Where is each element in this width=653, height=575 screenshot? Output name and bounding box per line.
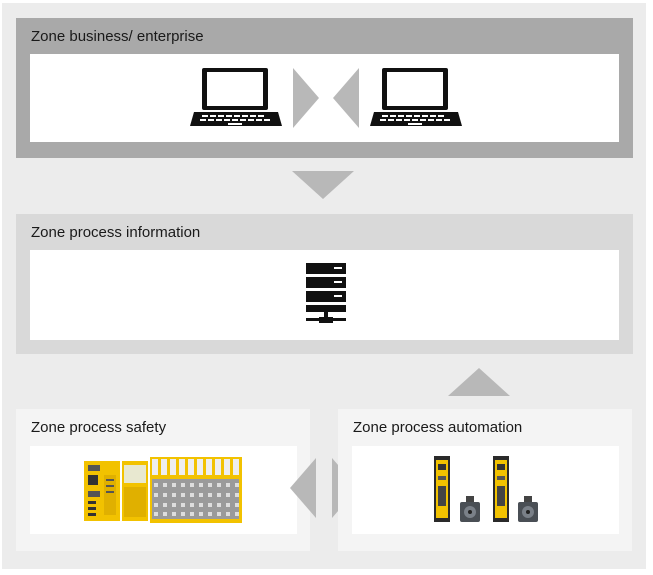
zone-process-safety: Zone process safety (16, 409, 310, 551)
arrow-down-icon (292, 171, 354, 199)
servo-drive-icon (434, 456, 450, 522)
zone-safety-content (30, 446, 297, 534)
bidirectional-arrows-icon (293, 68, 359, 128)
server-icon (306, 263, 346, 323)
safety-controller-icon (84, 457, 242, 523)
zone-information-title: Zone process information (31, 224, 201, 241)
arrow-up-icon (448, 368, 510, 396)
zone-automation-content (352, 446, 619, 534)
zone-safety-title: Zone process safety (31, 419, 167, 436)
zone-process-automation: Zone process automation (338, 409, 632, 551)
laptop-icon (370, 68, 462, 126)
servo-drive-icon (493, 456, 509, 522)
zone-process-information: Zone process information (16, 214, 633, 354)
zone-information-content (30, 250, 619, 340)
laptop-icon (190, 68, 282, 126)
zone-business-title: Zone business/ enterprise (31, 28, 204, 45)
servo-motor-icon (518, 496, 538, 522)
architecture-diagram: Zone business/ enterprise (2, 3, 646, 569)
servo-motor-icon (460, 496, 480, 522)
zone-business-enterprise: Zone business/ enterprise (16, 18, 633, 158)
zone-business-content (30, 54, 619, 142)
zone-automation-title: Zone process automation (353, 419, 523, 436)
